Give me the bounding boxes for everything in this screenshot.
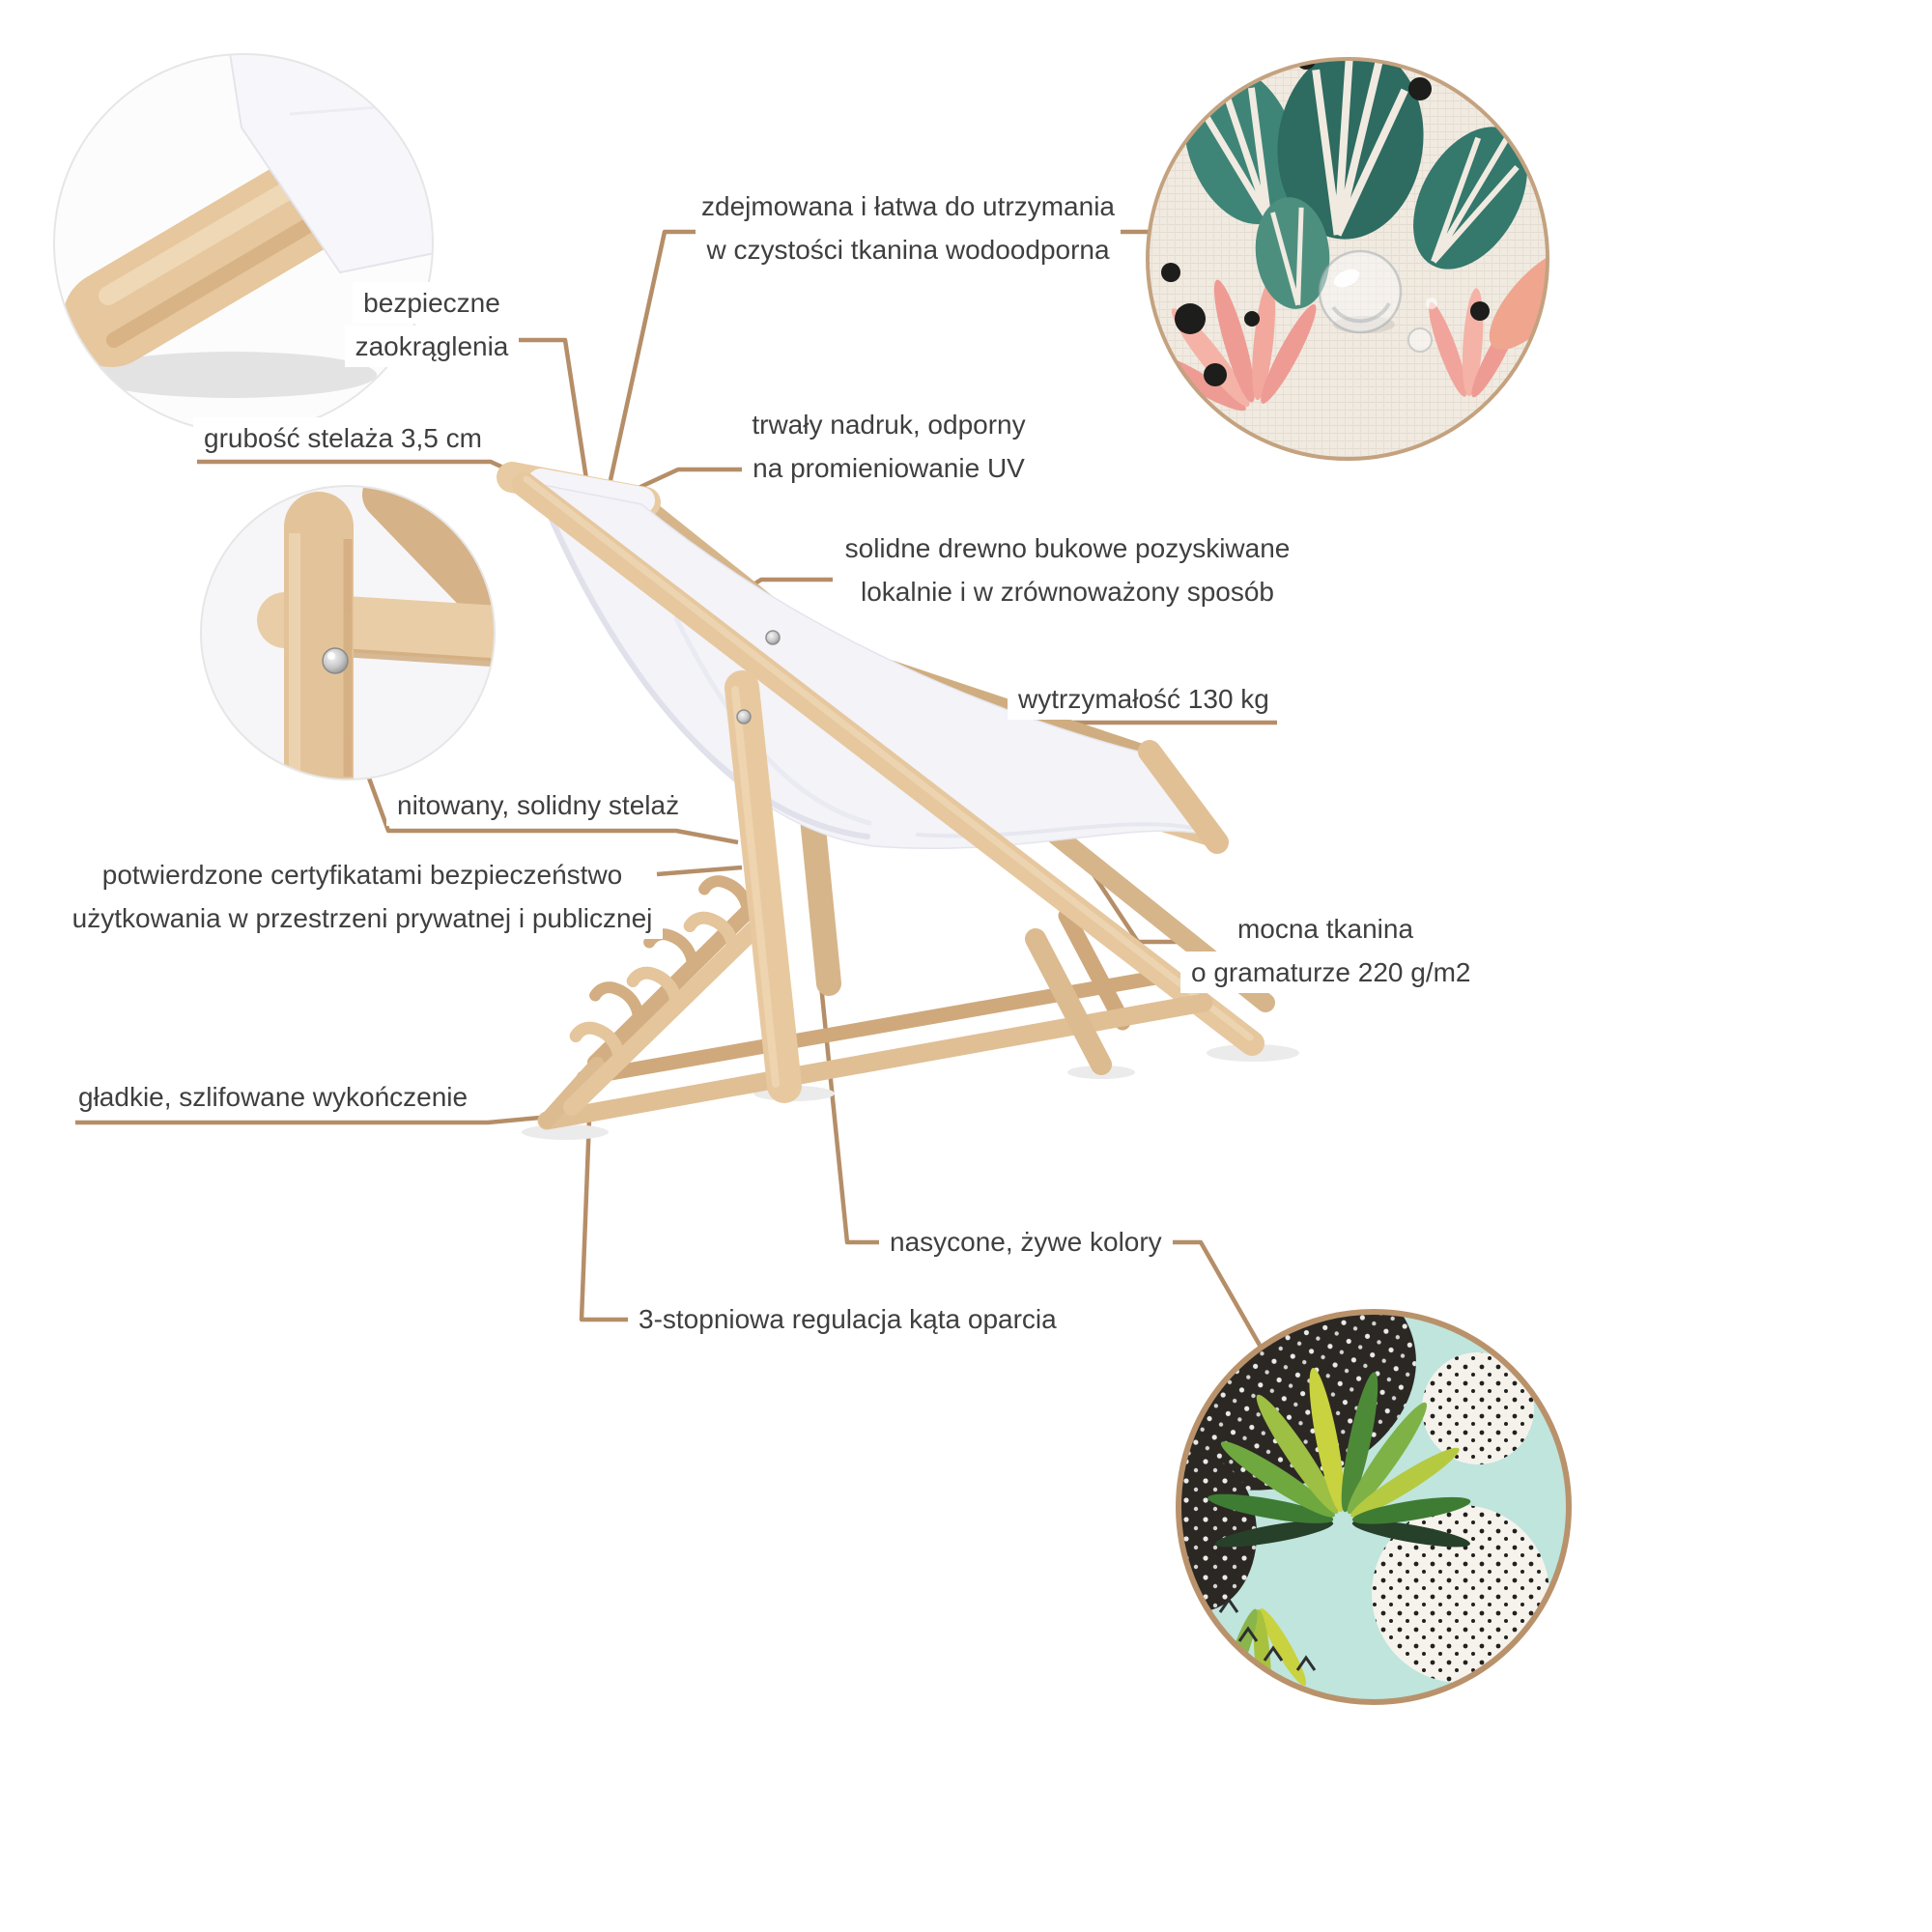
annotation-text-line: nitowany, solidny stelaż xyxy=(386,784,691,826)
annotation-frame-thickness: grubość stelaża 3,5 cm xyxy=(193,417,493,459)
annotation-text-line: wytrzymałość 130 kg xyxy=(1008,678,1280,720)
annotation-beech-wood: solidne drewno bukowe pozyskiwane lokaln… xyxy=(826,527,1309,612)
deck-chair-illustration xyxy=(497,462,1299,1140)
detail-photo-waterproof-fabric xyxy=(1146,57,1549,461)
annotation-text-line: gładkie, szlifowane wykończenie xyxy=(68,1076,479,1118)
annotation-text-line: w czystości tkanina wodoodporna xyxy=(696,229,1121,270)
annotation-text-line: solidne drewno bukowe pozyskiwane xyxy=(834,527,1301,569)
annotation-text-line: użytkowania w przestrzeni prywatnej i pu… xyxy=(61,897,664,939)
annotation-text-line: o gramaturze 220 g/m2 xyxy=(1180,952,1482,993)
annotation-uv-print: trwały nadruk, odporny na promieniowanie… xyxy=(705,404,1072,489)
annotation-text-line: zdejmowana i łatwa do utrzymania xyxy=(691,185,1125,227)
detail-photo-riveted-joint xyxy=(200,485,496,781)
connector-lines xyxy=(75,229,1277,1350)
annotation-text-line: zaokrąglenia xyxy=(344,326,520,367)
detail-photo-vivid-print xyxy=(1176,1309,1572,1705)
detail-photo-rounded-edge xyxy=(53,53,434,434)
annotation-text-line: potwierdzone certyfikatami bezpieczeństw… xyxy=(91,854,634,895)
annotation-text-line: mocna tkanina xyxy=(1226,908,1425,950)
annotation-text-line: lokalnie i w zrównoważony sposób xyxy=(850,571,1285,612)
annotation-strong-fabric: mocna tkanina o gramaturze 220 g/m2 xyxy=(1180,908,1482,993)
annotation-text-line: grubość stelaża 3,5 cm xyxy=(193,417,493,459)
annotation-text-line: 3-stopniowa regulacja kąta oparcia xyxy=(628,1298,1067,1340)
annotation-capacity: wytrzymałość 130 kg xyxy=(1008,678,1280,720)
annotation-certified: potwierdzone certyfikatami bezpieczeństw… xyxy=(0,854,724,939)
annotation-adjustment: 3-stopniowa regulacja kąta oparcia xyxy=(628,1298,1067,1340)
annotation-text-line: na promieniowanie UV xyxy=(742,447,1036,489)
annotation-riveted-frame: nitowany, solidny stelaż xyxy=(386,784,691,826)
annotation-text-line: nasycone, żywe kolory xyxy=(879,1221,1173,1263)
annotation-text-line: trwały nadruk, odporny xyxy=(741,404,1037,445)
annotation-safe-edges: bezpieczne zaokrąglenia xyxy=(316,282,548,367)
annotation-text-line: bezpieczne xyxy=(353,282,511,324)
annotation-waterproof-fabric: zdejmowana i łatwa do utrzymania w czyst… xyxy=(657,185,1159,270)
annotation-smooth-finish: gładkie, szlifowane wykończenie xyxy=(68,1076,479,1118)
annotation-vivid-colors: nasycone, żywe kolory xyxy=(879,1221,1173,1263)
